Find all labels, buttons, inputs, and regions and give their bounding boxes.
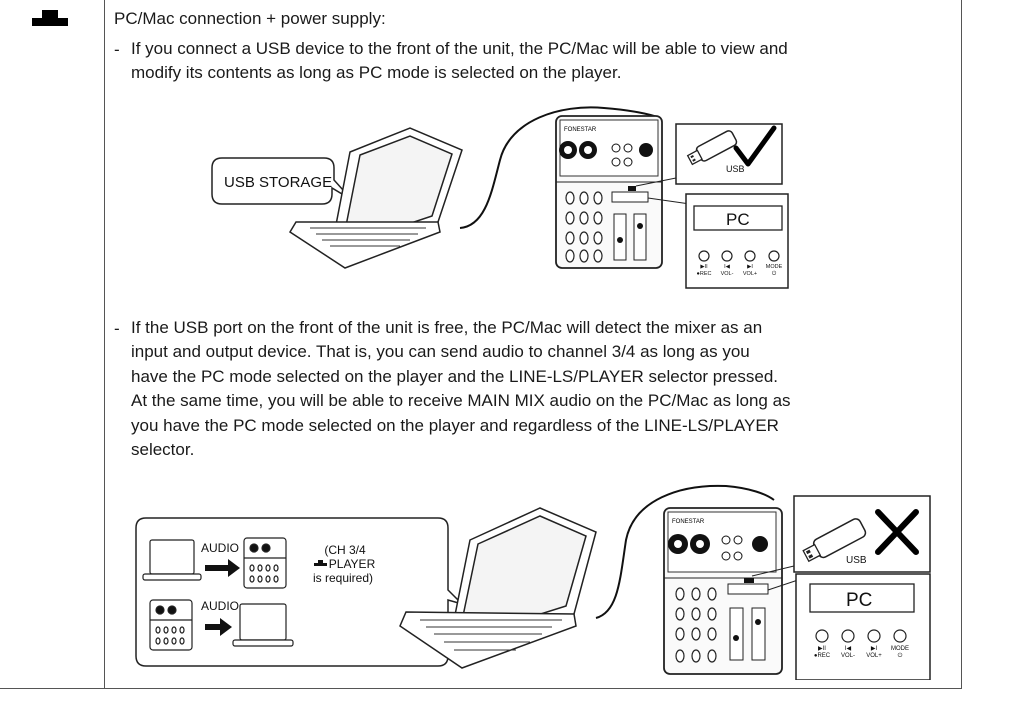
usb-storage-bubble: USB STORAGE	[211, 157, 353, 205]
mixer-illustration: FONESTAR	[663, 507, 783, 675]
requirement-line-3: is required)	[313, 571, 373, 585]
usb-stick-zoom-box: USB	[675, 123, 783, 185]
button-prev-bottom: VOL-	[721, 271, 734, 277]
audio-info-callout: AUDIO AUDIO (CH 3/4 PLAYER is	[135, 517, 465, 667]
bullet-2-line-2: input and output device. That is, you ca…	[131, 342, 750, 361]
button-play-bottom: ●REC	[697, 271, 712, 277]
laptop-illustration	[288, 127, 463, 269]
arrow-right-icon	[205, 559, 240, 577]
requirement-line-2: PLAYER	[329, 557, 376, 571]
button-play-bottom: ●REC	[814, 653, 831, 659]
bullet-1-line-1: If you connect a USB device to the front…	[131, 39, 788, 58]
bullet-2-line-4: At the same time, you will be able to re…	[131, 391, 791, 410]
laptop-illustration	[399, 507, 597, 669]
bullet-dash: -	[114, 319, 120, 338]
audio-label-2: AUDIO	[201, 599, 239, 613]
button-mode-top: MODE	[891, 646, 909, 652]
figure-usb-storage-connection: USB STORAGE FONESTAR	[211, 106, 789, 289]
table-right-border	[961, 0, 962, 688]
button-next-top: ▶I	[747, 264, 753, 270]
button-next-bottom: VOL+	[866, 653, 882, 659]
requirement-line-1: (CH 3/4	[324, 543, 366, 557]
usb-label: USB	[726, 164, 745, 174]
button-next-top: ▶I	[871, 646, 878, 652]
usb-cable	[595, 484, 775, 619]
bullet-dash: -	[114, 40, 120, 59]
mixer-illustration: FONESTAR	[555, 115, 663, 269]
usb-label: USB	[846, 555, 867, 566]
usb-cable	[459, 106, 661, 229]
display-mode-text: PC	[726, 210, 750, 229]
audio-label-1: AUDIO	[201, 541, 239, 555]
section-title: PC/Mac connection + power supply:	[114, 9, 386, 28]
button-prev-top: I◀	[845, 646, 852, 652]
table-bottom-border	[0, 688, 962, 689]
button-mode-top: MODE	[766, 264, 783, 270]
figure-audio-connection: AUDIO AUDIO (CH 3/4 PLAYER is	[135, 484, 931, 680]
button-mode-bottom: ⏻	[772, 270, 777, 277]
mixer-brand: FONESTAR	[564, 127, 597, 133]
bullet-2-line-5: you have the PC mode selected on the pla…	[131, 416, 779, 435]
player-display-zoom-box: PC ▶II ●REC I◀ VOL- ▶I VOL+ MODE ⏻	[795, 573, 931, 680]
button-play-top: ▶II	[700, 264, 708, 270]
player-display-zoom-box: PC ▶II ●REC I◀ VOL- ▶I VOL+ MODE ⏻	[685, 193, 789, 289]
table-column-divider	[104, 0, 105, 688]
player-symbol-icon	[314, 560, 327, 566]
cross-mark-icon	[875, 509, 919, 555]
bullet-2-line-3: have the PC mode selected on the player …	[131, 367, 778, 386]
button-mode-bottom: ⏻	[898, 652, 903, 659]
button-next-bottom: VOL+	[743, 271, 757, 277]
usb-stick-zoom-box: USB	[793, 495, 931, 573]
mixer-brand: FONESTAR	[672, 519, 705, 525]
bubble-label: USB STORAGE	[224, 174, 332, 191]
bullet-2-line-1: If the USB port on the front of the unit…	[131, 318, 763, 337]
button-prev-bottom: VOL-	[841, 653, 855, 659]
bullet-1-line-2: modify its contents as long as PC mode i…	[131, 63, 622, 82]
check-mark-icon	[733, 125, 777, 167]
button-play-top: ▶II	[818, 646, 826, 652]
player-icon	[32, 10, 68, 26]
display-mode-text: PC	[846, 590, 872, 611]
button-prev-top: I◀	[724, 264, 731, 270]
arrow-right-icon	[205, 618, 232, 636]
bullet-2-line-6: selector.	[131, 440, 195, 459]
